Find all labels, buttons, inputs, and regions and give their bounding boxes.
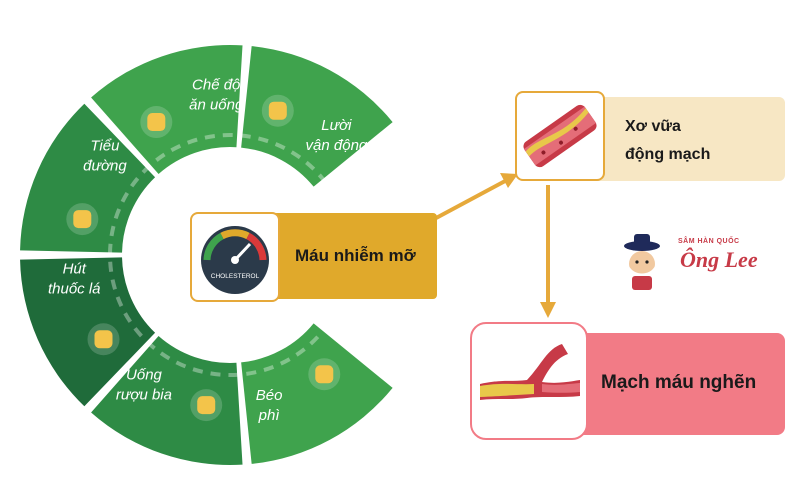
blocked-vessel-box [570, 333, 785, 435]
atherosclerosis-label-line1: Xơ vữa [625, 118, 681, 135]
segment-wedge-inactivity [241, 46, 393, 187]
segment-label-inactivity-2: vận động [306, 137, 368, 154]
obese-person-icon [308, 358, 341, 391]
hyperlipidemia-label: Máu nhiễm mỡ [295, 246, 416, 265]
segment-label-alcohol-2: rượu bia [116, 387, 172, 404]
segment-wedge-obesity [241, 323, 393, 464]
segment-diet: Chế độ ăn uống [91, 45, 244, 175]
segment-wedge-diabetes [20, 103, 156, 253]
arrowhead-blocked [540, 302, 556, 318]
segment-wedge-diet [91, 45, 243, 175]
cholesterol-gauge-icon: CHOLESTEROL [190, 212, 280, 302]
glucose-meter-icon [66, 203, 99, 236]
segment-diabetes: Tiểu đường [20, 103, 156, 253]
arrowhead-atherosclerosis [500, 173, 518, 188]
ong-lee-mascot-icon [624, 234, 660, 290]
beer-mug-icon [190, 389, 223, 422]
segment-label-diet-2: ăn uống [189, 97, 244, 114]
segment-label-obesity-2: phì [258, 407, 280, 424]
segment-label-smoking-1: Hút [63, 261, 87, 278]
blocked-vessel-label: Mạch máu nghẽn [601, 372, 757, 393]
gauge-label: CHOLESTEROL [211, 273, 260, 280]
segment-label-smoking-2: thuốc lá [48, 281, 101, 298]
segment-label-diet-1: Chế độ [192, 77, 240, 94]
cigarettes-icon [87, 323, 120, 356]
atherosclerosis-box [580, 97, 785, 181]
brand-logo: SÂM HÀN QUỐC Ông Lee [620, 232, 770, 292]
blocked-vessel-icon [470, 322, 588, 440]
segment-obesity: Béo phì [241, 323, 393, 464]
segment-smoking: Hút thuốc lá [20, 257, 156, 407]
segment-label-inactivity-1: Lười [321, 117, 352, 134]
segment-alcohol: Uống rượu bia [91, 335, 243, 465]
atherosclerosis-label-line2: động mạch [625, 146, 711, 163]
segment-label-obesity-1: Béo [256, 387, 283, 404]
artery-plaque-icon [515, 91, 605, 181]
segment-inactivity: Lười vận động [241, 46, 393, 187]
segment-wedge-alcohol [91, 335, 243, 465]
segment-label-alcohol-1: Uống [126, 367, 163, 384]
hyperlipidemia-box [262, 213, 437, 299]
sleeping-person-icon [261, 94, 294, 127]
brand-name: Ông Lee [680, 247, 758, 272]
segment-label-diabetes-1: Tiểu [90, 137, 120, 154]
burger-pizza-icon [140, 106, 173, 139]
segment-label-diabetes-2: đường [83, 157, 127, 174]
brand-top-text: SÂM HÀN QUỐC [678, 238, 740, 245]
segment-wedge-smoking [20, 257, 156, 407]
